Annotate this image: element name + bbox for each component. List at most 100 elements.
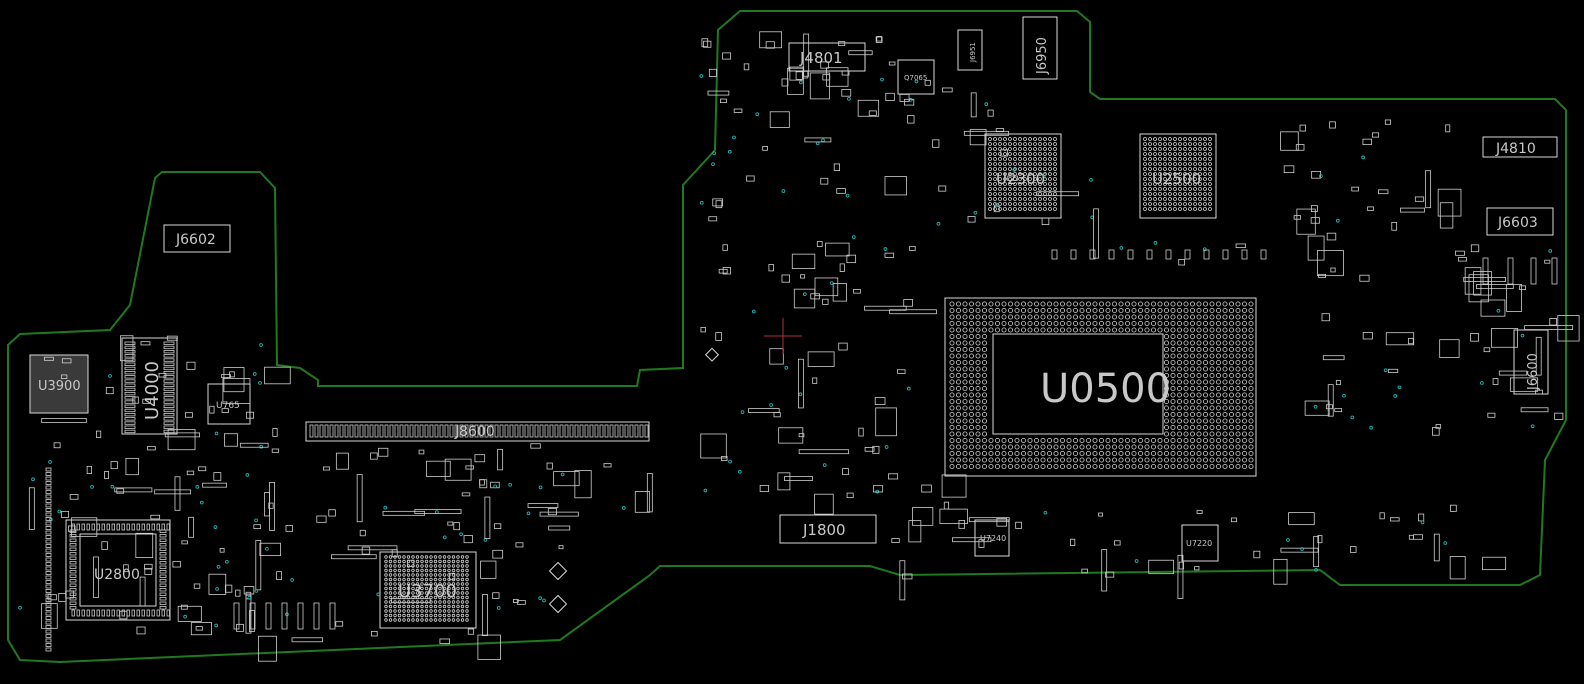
bga-ball: [1003, 182, 1007, 186]
bga-ball: [1203, 147, 1207, 151]
bga-ball: [1038, 137, 1042, 141]
bga-ball: [1021, 327, 1027, 333]
bga-ball: [1183, 450, 1189, 456]
pin-pad: [163, 379, 175, 383]
bga-ball: [969, 359, 975, 365]
bga-ball: [1053, 463, 1059, 469]
connector-strip: [329, 602, 336, 630]
connector-strip: [313, 602, 320, 630]
bga-ball: [1013, 142, 1017, 146]
chip-u3700[interactable]: U3700: [379, 551, 477, 629]
bga-ball: [993, 187, 997, 191]
ic-package: [223, 367, 245, 393]
connector-j1800[interactable]: J1800: [779, 514, 877, 544]
ic-package: [941, 474, 967, 498]
bga-ball: [1209, 366, 1215, 372]
bga-ball: [1209, 333, 1215, 339]
via: [1350, 415, 1355, 420]
bga-ball: [1066, 320, 1072, 326]
smd-pad: [1388, 368, 1399, 373]
pin-pad: [329, 424, 334, 438]
smd-pad: [1283, 165, 1295, 174]
bga-ball: [1060, 457, 1066, 463]
bga-ball: [1086, 463, 1092, 469]
bga-ball: [1157, 437, 1163, 443]
pin-pad: [131, 523, 135, 531]
smd-pad: [1260, 249, 1267, 260]
bga-ball: [995, 327, 1001, 333]
bga-ball: [1183, 379, 1189, 385]
bga-ball: [1153, 142, 1157, 146]
bga-ball: [1164, 392, 1170, 398]
pin-pad: [159, 529, 167, 533]
bga-ball: [1229, 327, 1235, 333]
bga-ball: [1170, 431, 1176, 437]
bga-ball: [1163, 197, 1167, 201]
connector-j6600[interactable]: J6600: [1513, 329, 1549, 395]
connector-strip: [154, 489, 191, 495]
pin-pad: [159, 583, 167, 587]
bga-ball: [982, 450, 988, 456]
bga-ball: [1118, 301, 1124, 307]
connector-j4801[interactable]: J4801: [788, 42, 866, 72]
cpu-u0500[interactable]: U0500: [944, 297, 1257, 477]
chip-u4000[interactable]: U4000: [121, 337, 178, 435]
chip-u7650[interactable]: U765: [207, 383, 251, 425]
connector-strip: [952, 537, 992, 543]
connector-j6603[interactable]: J6603: [1486, 207, 1554, 236]
bga-ball: [1203, 182, 1207, 186]
chip-u7220[interactable]: U7220: [1181, 524, 1219, 562]
ic-package: [553, 471, 580, 487]
bga-ball: [1013, 137, 1017, 141]
connector-j6951[interactable]: J6951: [957, 29, 983, 71]
bga-ball: [949, 301, 955, 307]
smd-pad: [816, 241, 823, 247]
via: [1335, 218, 1340, 223]
chip-u2500[interactable]: U2500: [1139, 133, 1217, 219]
j6603-label: J6603: [1497, 215, 1538, 231]
ic-package: [1491, 327, 1518, 348]
bga-ball: [1105, 307, 1111, 313]
connector-j4810[interactable]: J4810: [1482, 136, 1558, 158]
connector-j6602[interactable]: J6602: [163, 224, 231, 253]
bga-ball: [1027, 450, 1033, 456]
bga-ball: [1216, 320, 1222, 326]
bga-ball: [1158, 142, 1162, 146]
bga-ball: [1158, 202, 1162, 206]
bga-ball: [993, 197, 997, 201]
connector-j8600[interactable]: J8600: [305, 421, 650, 442]
pin-pad: [339, 424, 344, 438]
bga-ball: [982, 437, 988, 443]
bga-ball: [429, 559, 433, 564]
smd-pad: [938, 185, 947, 192]
pin-pad: [124, 341, 136, 345]
bga-ball: [982, 301, 988, 307]
bga-ball: [397, 559, 402, 564]
bga-ball: [1008, 152, 1012, 156]
u0500-label: U0500: [1040, 366, 1171, 412]
chip-u2300[interactable]: U2300: [984, 133, 1062, 219]
chip-u2800[interactable]: U2800: [65, 519, 171, 621]
bga-ball: [393, 604, 397, 609]
bga-ball: [1235, 457, 1241, 463]
bga-ball: [411, 613, 415, 618]
bga-ball: [1144, 314, 1150, 320]
pin-pad: [151, 609, 155, 617]
bga-ball: [1229, 405, 1235, 411]
bga-ball: [1018, 157, 1022, 161]
connector-j6950[interactable]: J6950: [1022, 16, 1058, 80]
bga-ball: [451, 559, 456, 564]
component-q7065[interactable]: Q7065: [897, 59, 935, 95]
bga-ball: [1138, 457, 1144, 463]
bga-ball: [949, 346, 955, 352]
bga-ball: [1193, 202, 1197, 206]
chip-u3900[interactable]: U3900: [29, 354, 89, 414]
via: [914, 79, 919, 84]
bga-ball: [1190, 392, 1196, 398]
bga-ball: [1183, 182, 1187, 186]
pin-pad: [124, 370, 136, 375]
smd-pad: [1470, 244, 1480, 253]
bga-ball: [1028, 152, 1032, 156]
bga-ball: [424, 613, 429, 618]
